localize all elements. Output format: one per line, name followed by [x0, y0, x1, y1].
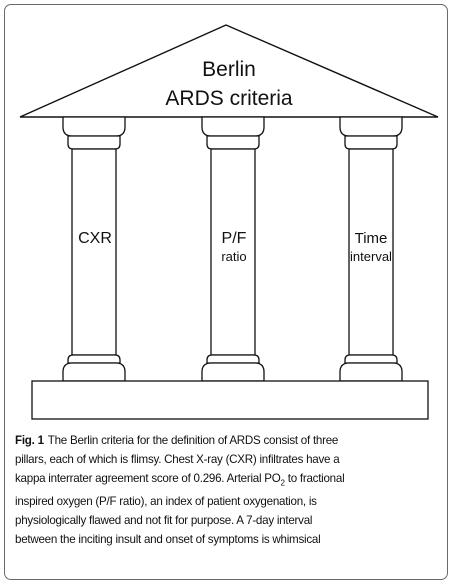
pillar-capital — [201, 116, 265, 137]
roof-title-line1: Berlin — [202, 58, 256, 81]
pillar-base-neck — [67, 354, 121, 364]
pillar-label-cxr: CXR — [78, 230, 112, 247]
pillar-shaft — [348, 148, 394, 356]
pillar-sublabel-pf: ratio — [221, 249, 246, 264]
pillar-pf-ratio: P/F ratio — [201, 116, 265, 382]
caption-line-5: physiologically flawed and not fit for p… — [15, 514, 313, 528]
pillar-base-neck — [206, 354, 260, 364]
pillar-shaft — [71, 148, 117, 356]
pillar-time-interval: Time interval — [339, 116, 403, 382]
pillar-capital-neck — [344, 135, 398, 150]
pillar-label-time: Time — [355, 230, 388, 247]
roof-title-line2: ARDS criteria — [165, 87, 293, 110]
pillar-base — [339, 362, 403, 382]
berlin-criteria-diagram: Berlin ARDS criteria CXR P/F ratio — [19, 24, 439, 420]
pillar-sublabel-time: interval — [350, 249, 392, 264]
pillar-shaft — [210, 148, 256, 356]
caption-line-2: pillars, each of which is flimsy. Chest … — [15, 453, 340, 466]
pillar-base — [62, 362, 126, 382]
caption-text-1: The Berlin criteria for the definition o… — [47, 434, 339, 447]
pillar-capital — [339, 116, 403, 137]
pillar-cxr: CXR — [62, 116, 126, 382]
pillar-base-neck — [344, 354, 398, 364]
pillar-base — [201, 362, 265, 382]
caption-line-3: kappa interrater agreement score of 0.29… — [15, 469, 439, 492]
caption-line-6: between the inciting insult and onset of… — [15, 533, 321, 547]
caption-text-3: kappa interrater agreement score of 0.29… — [15, 472, 281, 485]
caption-text-3-end: to fractional — [284, 472, 345, 485]
pillar-capital-neck — [206, 135, 260, 150]
caption-subscript: 2 — [280, 478, 285, 488]
pillar-capital-neck — [67, 135, 121, 150]
caption-line-4: inspired oxygen (P/F ratio), an index of… — [15, 495, 317, 509]
figure-label: Fig. 1 — [15, 434, 44, 447]
figure-frame: Berlin ARDS criteria CXR P/F ratio — [4, 4, 448, 580]
base-plinth — [31, 380, 429, 420]
pillar-label-pf: P/F — [222, 230, 247, 247]
pillar-capital — [62, 116, 126, 137]
